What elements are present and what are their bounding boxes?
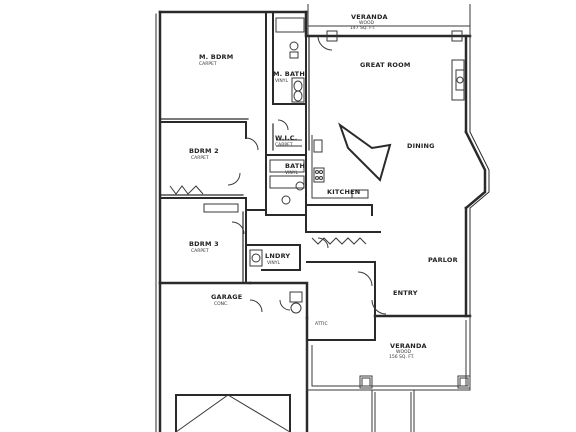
label-wic-material: CARPET — [275, 142, 293, 148]
label-bedroom-3-material: CARPET — [191, 248, 209, 254]
interior-walls — [158, 11, 392, 341]
room-labels: VERANDA WOOD 147 SQ. FT. M. BDRM CARPET … — [189, 13, 458, 360]
label-garage: GARAGE — [211, 293, 242, 301]
garage-door — [175, 394, 291, 432]
label-master-bedroom: M. BDRM — [199, 53, 233, 61]
top-veranda — [307, 4, 471, 42]
label-bedroom-3: BDRM 3 — [189, 240, 219, 248]
label-bath: BATH — [285, 162, 305, 170]
label-bedroom-2-material: CARPET — [191, 155, 209, 161]
label-wic: W.I.C. — [275, 134, 297, 142]
label-master-bath: M. BATH — [273, 70, 305, 78]
label-veranda-bottom-area: 156 SQ. FT. — [389, 354, 414, 360]
label-entry: ENTRY — [393, 289, 418, 297]
label-veranda-top-area: 147 SQ. FT. — [350, 25, 375, 31]
label-parlor: PARLOR — [428, 256, 458, 264]
exterior-walls — [155, 10, 490, 432]
label-master-bedroom-material: CARPET — [199, 61, 217, 67]
label-veranda-bottom-material: WOOD — [396, 349, 412, 355]
label-great-room: GREAT ROOM — [360, 61, 411, 69]
label-veranda-bottom: VERANDA — [390, 342, 427, 350]
label-attic: ATTIC — [315, 321, 328, 327]
label-bedroom-2: BDRM 2 — [189, 147, 219, 155]
door-swings — [227, 35, 387, 315]
label-veranda-top: VERANDA — [351, 13, 388, 21]
fixtures — [249, 17, 465, 314]
label-master-bath-material: VINYL — [275, 78, 289, 84]
label-laundry: LNDRY — [265, 252, 290, 260]
label-garage-material: CONC. — [214, 301, 229, 307]
label-laundry-material: VINYL — [267, 260, 281, 266]
label-kitchen: KITCHEN — [327, 188, 360, 196]
label-veranda-top-material: WOOD — [359, 20, 375, 26]
label-bath-material: VINYL — [285, 170, 299, 176]
bottom-veranda — [306, 316, 471, 432]
label-dining: DINING — [407, 142, 435, 150]
